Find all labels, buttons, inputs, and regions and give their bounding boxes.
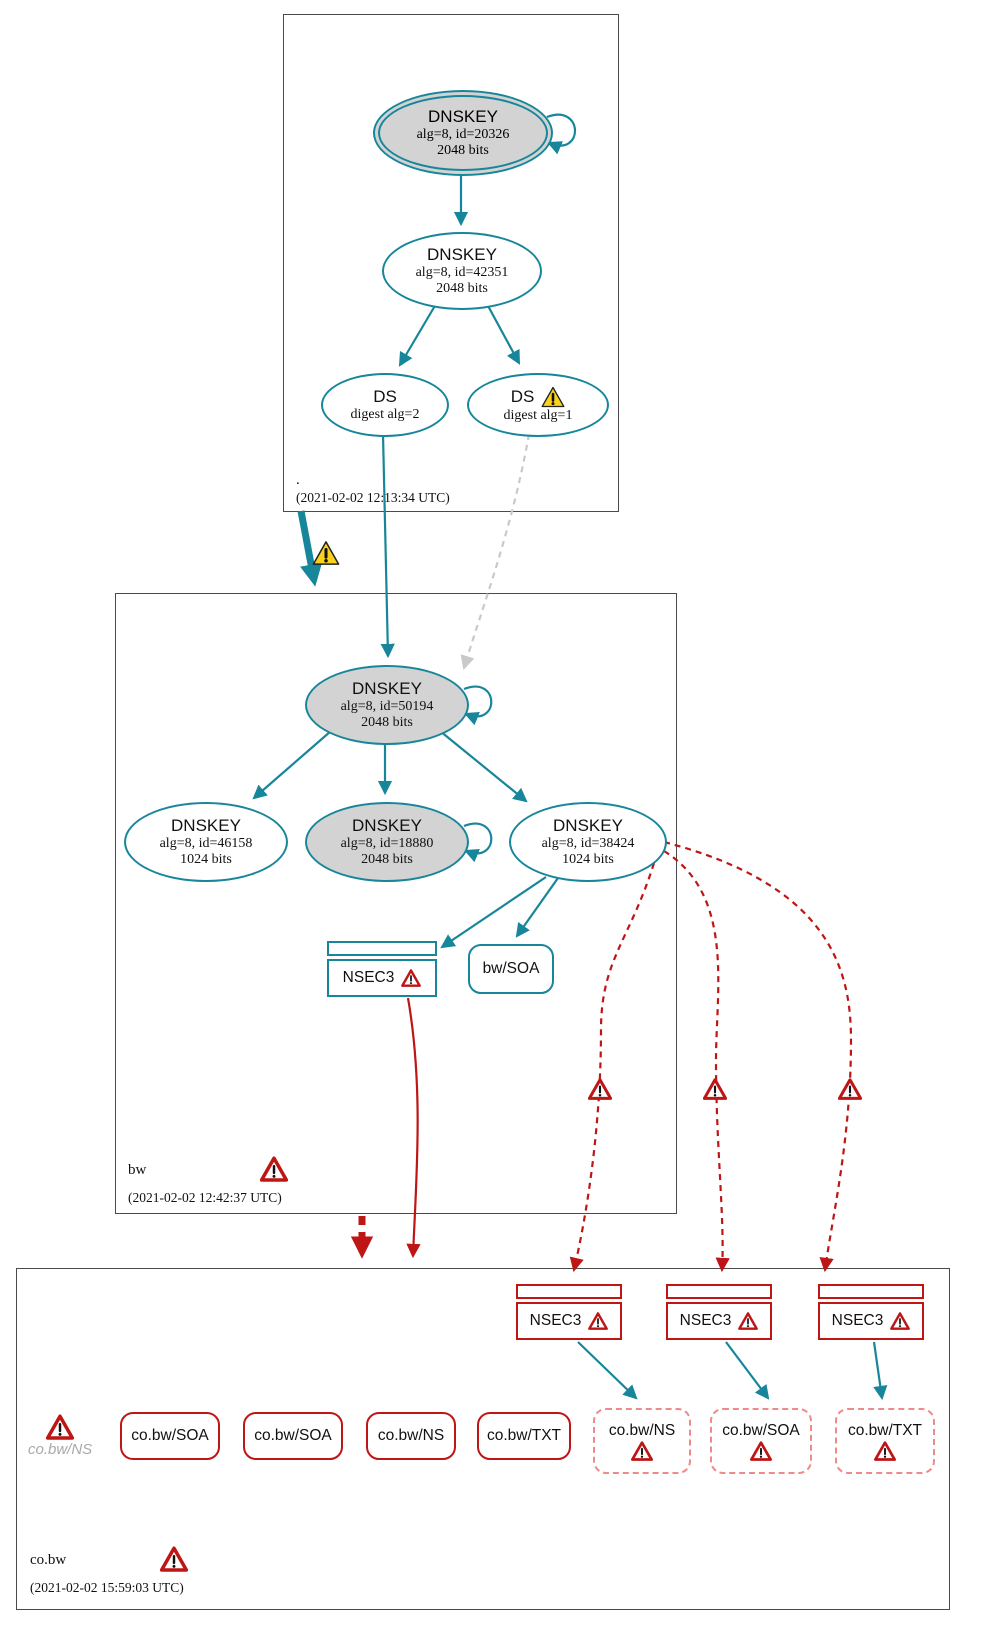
rrset-label: co.bw/TXT — [847, 1421, 923, 1439]
edge-error-icon — [837, 1078, 863, 1105]
rrset-label: co.bw/NS — [608, 1421, 676, 1439]
error-icon — [750, 1440, 772, 1461]
bw-ksk-dnskey-node[interactable]: DNSKEY alg=8, id=50194 2048 bits — [305, 665, 469, 745]
node-bits: 2048 bits — [361, 714, 413, 730]
cobw-nsec3-node-2[interactable]: NSEC3 — [666, 1284, 772, 1340]
error-icon — [874, 1440, 896, 1461]
node-bits: 1024 bits — [562, 851, 614, 867]
zone-box-cobw — [16, 1268, 950, 1610]
cobw-ns-dashed-rrset-node[interactable]: co.bw/NS — [593, 1408, 691, 1474]
node-title: NSEC3 — [342, 969, 395, 986]
node-sub: alg=8, id=20326 — [416, 126, 510, 142]
node-title: DNSKEY — [553, 816, 623, 836]
node-title: DNSKEY — [428, 107, 498, 127]
zone-label-cobw: co.bw — [30, 1552, 67, 1568]
cobw-ns-rrset-node[interactable]: co.bw/NS — [366, 1412, 456, 1460]
error-icon — [46, 1414, 75, 1440]
nsec3-tab — [516, 1284, 622, 1299]
error-icon — [588, 1312, 609, 1330]
rrset-label: bw/SOA — [482, 960, 540, 977]
error-icon — [890, 1312, 911, 1330]
edge-error-icon — [702, 1078, 728, 1105]
zone-label-bw: bw — [128, 1162, 147, 1178]
cobw-nsec3-node-1[interactable]: NSEC3 — [516, 1284, 622, 1340]
node-bits: 2048 bits — [361, 851, 413, 867]
warning-icon — [541, 386, 566, 408]
nsec3-tab — [818, 1284, 924, 1299]
node-sub: digest alg=2 — [350, 406, 420, 422]
error-icon — [401, 969, 422, 987]
rrset-label: co.bw/SOA — [254, 1427, 332, 1444]
root-ksk-dnskey-node[interactable]: DNSKEY alg=8, id=20326 2048 bits — [373, 90, 553, 176]
zone-box-root — [283, 14, 619, 512]
node-title: DNSKEY — [427, 245, 497, 265]
bw-zsk2-dnskey-node[interactable]: DNSKEY alg=8, id=18880 2048 bits — [305, 802, 469, 882]
node-title: NSEC3 — [679, 1312, 732, 1329]
node-title: DNSKEY — [352, 816, 422, 836]
cobw-txt-rrset-node[interactable]: co.bw/TXT — [477, 1412, 571, 1460]
zone-label-root: . — [296, 472, 300, 488]
node-title: DNSKEY — [171, 816, 241, 836]
node-sub: alg=8, id=38424 — [541, 835, 635, 851]
cobw-soa-rrset-node-1[interactable]: co.bw/SOA — [120, 1412, 220, 1460]
root-ds1-node[interactable]: DS digest alg=1 — [467, 373, 609, 437]
rrset-label: co.bw/NS — [377, 1427, 445, 1444]
node-sub: alg=8, id=42351 — [415, 264, 509, 280]
node-bits: 2048 bits — [437, 142, 489, 158]
node-sub: alg=8, id=18880 — [340, 835, 434, 851]
cobw-txt-dashed-rrset-node[interactable]: co.bw/TXT — [835, 1408, 935, 1474]
node-title: NSEC3 — [529, 1312, 582, 1329]
zone-timestamp-root: (2021-02-02 12:13:34 UTC) — [296, 490, 450, 505]
node-sub: alg=8, id=46158 — [159, 835, 253, 851]
edge-bw-zsk3-cobw-nsec3-3 — [663, 840, 853, 1273]
rrset-label: co.bw/SOA — [131, 1427, 209, 1444]
node-title: DS — [510, 387, 535, 407]
delegation-warning-icon — [311, 540, 341, 571]
rrset-label: co.bw/SOA — [722, 1421, 800, 1439]
bw-zsk1-dnskey-node[interactable]: DNSKEY alg=8, id=46158 1024 bits — [124, 802, 288, 882]
node-title: DNSKEY — [352, 679, 422, 699]
zone-timestamp-cobw: (2021-02-02 15:59:03 UTC) — [30, 1580, 184, 1595]
node-bits: 2048 bits — [436, 280, 488, 296]
cobw-soa-dashed-rrset-node[interactable]: co.bw/SOA — [710, 1408, 812, 1474]
node-bits: 1024 bits — [180, 851, 232, 867]
node-sub: digest alg=1 — [503, 407, 573, 423]
root-ds2-node[interactable]: DS digest alg=2 — [321, 373, 449, 437]
zone-timestamp-bw: (2021-02-02 12:42:37 UTC) — [128, 1190, 282, 1205]
edge-error-icon — [587, 1078, 613, 1105]
bw-soa-rrset-node[interactable]: bw/SOA — [468, 944, 554, 994]
nsec3-tab — [666, 1284, 772, 1299]
node-sub: alg=8, id=50194 — [340, 698, 434, 714]
bw-zsk3-dnskey-node[interactable]: DNSKEY alg=8, id=38424 1024 bits — [509, 802, 667, 882]
zone-error-icon-bw — [259, 1156, 289, 1187]
cobw-soa-rrset-node-2[interactable]: co.bw/SOA — [243, 1412, 343, 1460]
zone-error-icon-cobw — [159, 1546, 189, 1577]
rrset-label: co.bw/TXT — [486, 1427, 562, 1444]
node-title: DS — [373, 387, 397, 407]
nsec3-tab — [327, 941, 437, 956]
bw-nsec3-node[interactable]: NSEC3 — [327, 941, 437, 997]
cobw-ns-missing-rrset[interactable]: co.bw/NS — [28, 1414, 92, 1458]
root-ksk-dnskey-inner: DNSKEY alg=8, id=20326 2048 bits — [378, 95, 548, 171]
root-zsk-dnskey-node[interactable]: DNSKEY alg=8, id=42351 2048 bits — [382, 232, 542, 310]
node-title: NSEC3 — [831, 1312, 884, 1329]
error-icon — [631, 1440, 653, 1461]
cobw-nsec3-node-3[interactable]: NSEC3 — [818, 1284, 924, 1340]
error-icon — [738, 1312, 759, 1330]
rrset-label: co.bw/NS — [28, 1441, 93, 1458]
